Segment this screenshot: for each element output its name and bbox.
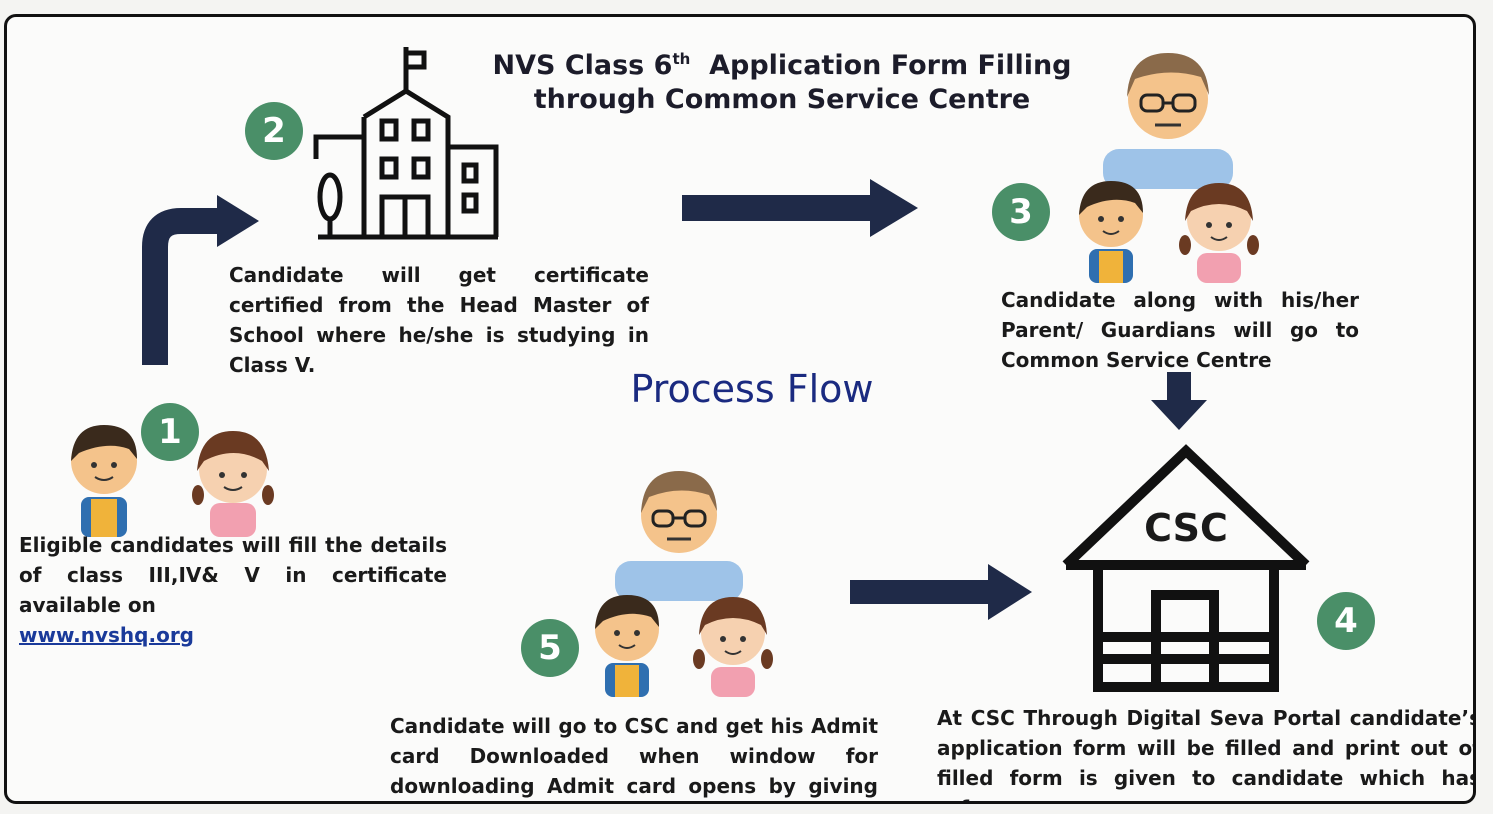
up-right-arrow-icon (142, 195, 259, 365)
step-2-text: Candidate will get certificate certified… (229, 263, 649, 377)
down-arrow-icon (1151, 372, 1207, 430)
step-1-text: Eligible candidates will fill the detail… (19, 533, 447, 647)
process-flow-label: Process Flow (630, 367, 874, 411)
diagram-title: NVS Class 6th Application Form Filling t… (492, 50, 1072, 115)
step-4-badge: 4 (1317, 592, 1375, 650)
parent-with-children-icon (1079, 53, 1259, 283)
parent-with-children-icon (595, 471, 773, 697)
step-2-badge: 2 (245, 102, 303, 160)
nvshq-link[interactable]: www.nvshq.org (19, 623, 194, 647)
children-icon (71, 425, 274, 537)
step-3-text: Candidate along with his/her Parent/ Gua… (1001, 288, 1359, 372)
step-5-badge: 5 (521, 619, 579, 677)
step-4-text: At CSC Through Digital Seva Portal candi… (937, 706, 1476, 801)
school-building-icon (313, 47, 499, 240)
process-flow-diagram: NVS Class 6th Application Form Filling t… (4, 14, 1476, 804)
right-arrow-icon (682, 179, 918, 237)
step-5-text: Candidate will go to CSC and get his Adm… (390, 714, 878, 798)
right-arrow-icon (850, 564, 1032, 620)
step-3-badge: 3 (992, 183, 1050, 241)
csc-building-icon: CSC (1062, 444, 1310, 692)
csc-building-label: CSC (1144, 506, 1228, 550)
step-1-badge: 1 (141, 403, 199, 461)
